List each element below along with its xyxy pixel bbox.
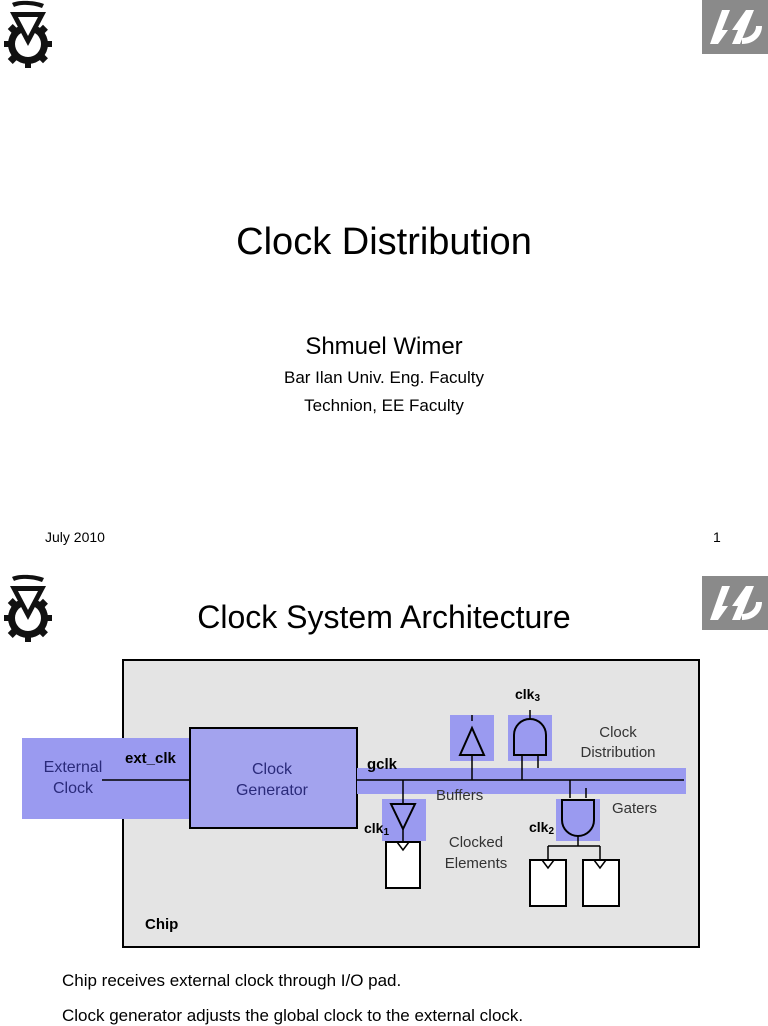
bar-ilan-logo-icon <box>702 576 768 630</box>
gclk-label: gclk <box>367 756 398 773</box>
buffer-icon <box>389 803 417 832</box>
affiliation-1: Bar Ilan Univ. Eng. Faculty <box>284 368 484 387</box>
and-gate-icon <box>561 799 595 837</box>
clock-distribution-label-1: Clock <box>599 724 637 741</box>
clk3-gate-highlight <box>508 715 552 761</box>
flip-flop-icon <box>582 859 620 907</box>
clk2-subscript: 2 <box>548 826 554 837</box>
technion-logo-icon <box>4 0 52 68</box>
clocked-elements-label-2: Elements <box>445 855 508 872</box>
flip-flop-icon <box>529 859 567 907</box>
external-clock-highlight <box>22 738 190 819</box>
clk1-buffer-highlight <box>382 799 426 841</box>
svg-text:clk1: clk1 <box>364 820 389 838</box>
clock-distribution-label-2: Distribution <box>580 744 655 761</box>
external-clock-label-2: Clock <box>53 780 94 797</box>
bullet-item: Chip receives external clock through I/O… <box>62 971 402 990</box>
affiliation-2: Technion, EE Faculty <box>304 396 464 415</box>
author-name: Shmuel Wimer <box>305 333 463 360</box>
clk3-subscript: 3 <box>534 693 540 704</box>
gaters-label: Gaters <box>612 800 657 817</box>
bar-ilan-logo-icon <box>702 0 768 54</box>
clock-generator-label-1: Clock <box>252 761 293 778</box>
clock-generator-box <box>189 727 358 829</box>
svg-text:clk2: clk2 <box>529 819 554 837</box>
buffers-label: Buffers <box>436 787 483 804</box>
technion-logo-icon <box>4 574 52 642</box>
external-clock-label-1: External <box>44 759 103 776</box>
flip-flop-icon <box>385 841 421 889</box>
clk1-subscript: 1 <box>383 827 389 838</box>
slide-date: July 2010 <box>45 529 105 545</box>
bullet-item: Clock generator adjusts the global clock… <box>62 1006 524 1025</box>
buffer-highlight <box>450 715 494 761</box>
clock-architecture-diagram: External Clock Clock Generator ext_clk g… <box>22 659 700 948</box>
buffer-icon <box>458 725 486 756</box>
clk2-gate-highlight <box>556 799 600 841</box>
and-gate-icon <box>513 718 547 756</box>
slide-title: Clock Distribution <box>236 221 532 263</box>
ext-clk-label: ext_clk <box>125 750 177 767</box>
svg-text:clk3: clk3 <box>515 686 540 704</box>
architecture-slide: Clock System Architecture <box>0 570 768 1025</box>
slide-title: Clock System Architecture <box>197 599 571 635</box>
clk2-label: clk <box>529 819 549 835</box>
title-slide: Clock Distribution Shmuel Wimer Bar Ilan… <box>4 0 768 545</box>
clk3-label: clk <box>515 686 535 702</box>
page-number: 1 <box>713 529 721 545</box>
clock-generator-label-2: Generator <box>236 782 309 799</box>
clk1-label: clk <box>364 820 384 836</box>
clocked-elements-label-1: Clocked <box>449 834 503 851</box>
wires <box>102 710 684 860</box>
chip-label: Chip <box>145 916 178 933</box>
